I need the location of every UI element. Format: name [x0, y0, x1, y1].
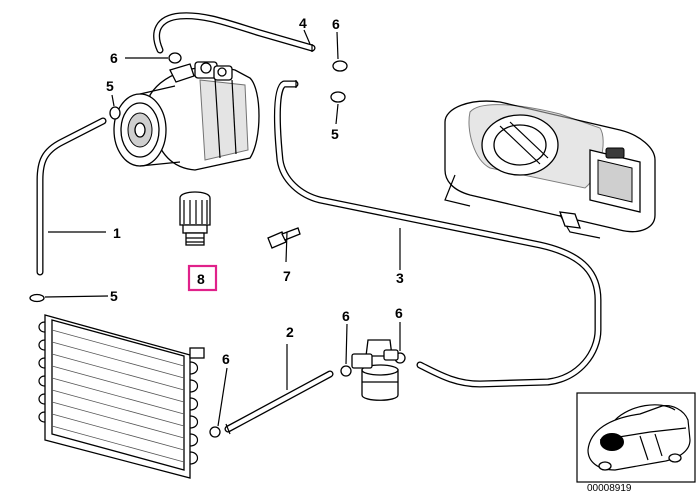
- pipe-2: [224, 370, 334, 435]
- condenser: [38, 314, 205, 479]
- hose-4: [153, 12, 316, 54]
- callout-6-drier-left: 6: [342, 308, 350, 324]
- callout-5-left-top: 5: [106, 78, 114, 94]
- callout-1: 1: [113, 225, 121, 241]
- callout-6-top-left: 6: [110, 50, 118, 66]
- vehicle-thumbnail: [576, 392, 696, 483]
- compressor: [113, 61, 260, 171]
- diagram-number: 00008919: [587, 483, 632, 494]
- callout-6-top-right: 6: [332, 16, 340, 32]
- highlight-box: [187, 264, 218, 292]
- callout-3: 3: [396, 270, 404, 286]
- evaporator-housing: [444, 100, 656, 239]
- bolt-7: [267, 227, 301, 249]
- callout-4: 4: [299, 15, 307, 31]
- pressure-switch-8: [179, 191, 211, 246]
- callout-8: 8: [197, 271, 205, 287]
- callout-2: 2: [286, 324, 294, 340]
- callout-8-highlight[interactable]: 8: [187, 264, 218, 292]
- hose-1: [36, 117, 107, 276]
- leader-lines: [44, 29, 401, 427]
- callout-5-left-bottom: 5: [110, 288, 118, 304]
- pipe-3: [273, 80, 602, 388]
- callout-7: 7: [283, 268, 291, 284]
- callout-6-condenser: 6: [222, 351, 230, 367]
- o-rings: [29, 52, 406, 438]
- callout-6-drier-right: 6: [395, 305, 403, 321]
- callout-5-right: 5: [331, 126, 339, 142]
- receiver-drier: [351, 339, 399, 401]
